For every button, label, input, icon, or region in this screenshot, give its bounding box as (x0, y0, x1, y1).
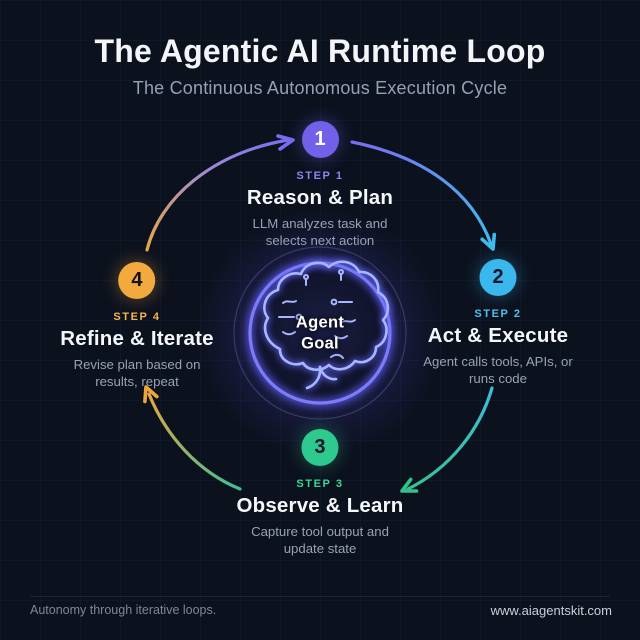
step-4-label: STEP 4 (113, 311, 161, 323)
footer-divider (30, 596, 610, 597)
step-4-node: 4 STEP 4 Refine & Iterate Revise plan ba… (60, 262, 214, 391)
step-4-title: Refine & Iterate (60, 327, 214, 350)
page-title: The Agentic AI Runtime Loop (94, 33, 546, 69)
page-subtitle: The Continuous Autonomous Execution Cycl… (132, 78, 508, 98)
step-3-title: Observe & Learn (236, 494, 404, 517)
center-outer-ring (233, 246, 407, 420)
footer-tagline: Autonomy through iterative loops. (30, 603, 217, 617)
step-2-node: 2 STEP 2 Act & Execute Agent calls tools… (416, 259, 581, 388)
arrow-step4-to-step1 (145, 134, 295, 252)
center-disc (252, 265, 388, 401)
arrow-step2-to-step3 (400, 386, 494, 493)
step-2-description: Agent calls tools, APIs, or runs code (423, 354, 573, 387)
arrow-step1-to-step2 (350, 140, 497, 251)
step-4-description: Revise plan based on results, repeat (73, 357, 201, 390)
center-goal-label: Agent Goal (295, 313, 345, 352)
step-1-label: STEP 1 (296, 170, 344, 182)
step-1-number-badge: 1 (301, 121, 339, 158)
brain-icon (263, 260, 390, 390)
step-3-label: STEP 3 (296, 478, 344, 490)
step-1-node: 1 STEP 1 Reason & Plan LLM analyzes task… (239, 121, 401, 250)
step-3-node: 3 STEP 3 Observe & Learn Capture tool ou… (236, 429, 403, 558)
step-4-number-badge: 4 (118, 262, 156, 299)
arrow-step3-to-step4 (143, 385, 242, 491)
step-2-number-badge: 2 (479, 259, 517, 296)
step-2-title: Act & Execute (427, 324, 569, 347)
step-3-description: Capture tool output and update state (251, 524, 389, 557)
step-3-number-badge: 3 (301, 429, 339, 466)
step-2-label: STEP 2 (474, 308, 522, 320)
step-1-description: LLM analyzes task and selects next actio… (252, 216, 388, 249)
step-1-title: Reason & Plan (246, 186, 394, 209)
footer-website: www.aiagentskit.com (490, 603, 612, 618)
